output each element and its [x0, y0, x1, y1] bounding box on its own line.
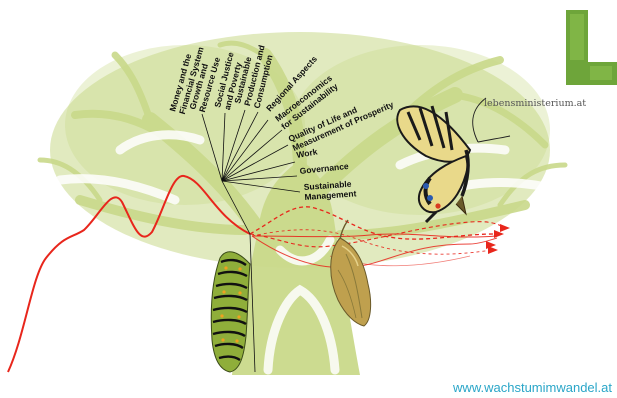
green-L-logo-icon	[566, 10, 617, 85]
arrow-head-icon	[486, 224, 510, 254]
footer-url[interactable]: www.wachstumimwandel.at	[452, 380, 612, 395]
branch-label-management: Sustainable Management	[303, 178, 356, 202]
logo-text: lebensministerium.at	[484, 98, 586, 109]
tree-silhouette-icon	[40, 32, 565, 375]
